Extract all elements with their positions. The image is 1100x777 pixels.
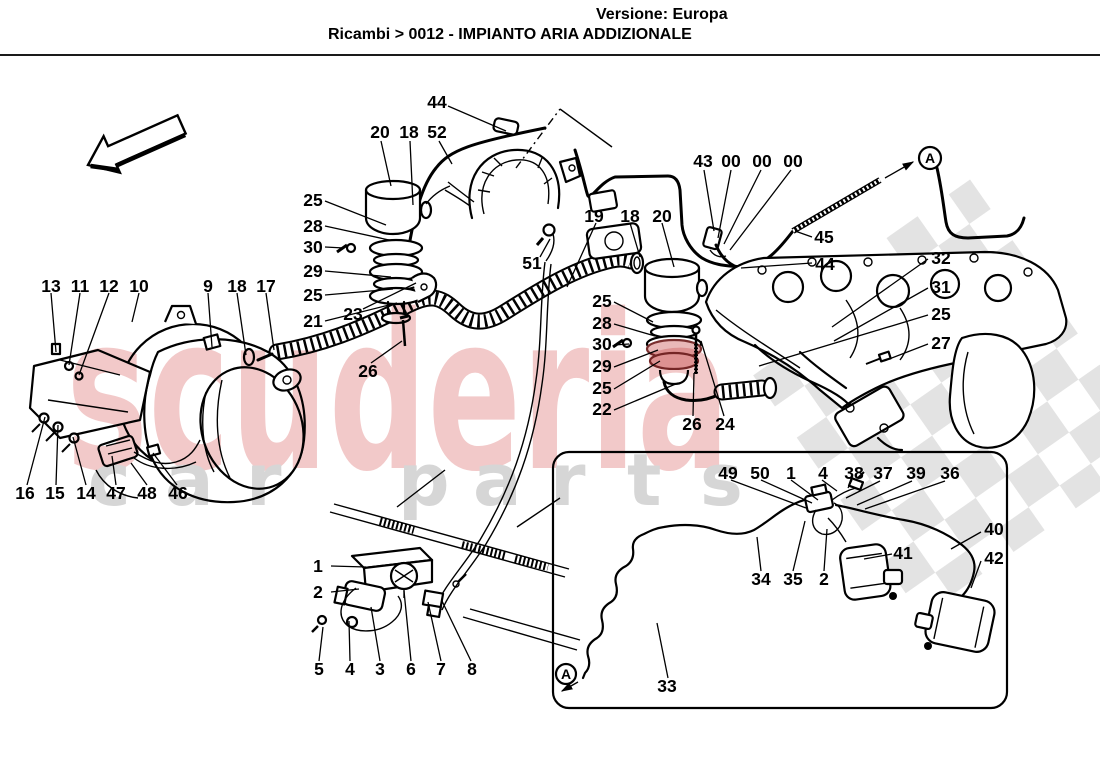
part-callout-25: 25 bbox=[592, 291, 612, 311]
part-callout-18: 18 bbox=[620, 206, 640, 226]
part-callout-11: 11 bbox=[71, 276, 90, 296]
part-callout-37: 37 bbox=[873, 463, 892, 483]
inset-detail-box bbox=[551, 450, 1009, 710]
part-callout-28: 28 bbox=[592, 313, 612, 333]
part-callout-46: 46 bbox=[168, 483, 188, 503]
part-callout-14: 14 bbox=[76, 483, 96, 503]
part-callout-3: 3 bbox=[375, 659, 385, 679]
part-callout-40: 40 bbox=[984, 519, 1004, 539]
view-marker-a bbox=[884, 145, 943, 179]
chassis-and-solenoid-bracket bbox=[311, 469, 581, 651]
part-callout-23: 23 bbox=[343, 304, 363, 324]
part-callout-48: 48 bbox=[137, 483, 157, 503]
part-callout-15: 15 bbox=[45, 483, 65, 503]
part-callout-9: 9 bbox=[203, 276, 213, 296]
part-callout-39: 39 bbox=[906, 463, 926, 483]
part-callout-47: 47 bbox=[106, 483, 125, 503]
part-callout-35: 35 bbox=[783, 569, 803, 589]
part-callout-25: 25 bbox=[303, 285, 323, 305]
part-callout-4: 4 bbox=[345, 659, 355, 679]
watermark-subtext-letter: r bbox=[550, 438, 586, 522]
engine-cylinder-head bbox=[585, 222, 1068, 452]
part-callout-25: 25 bbox=[303, 190, 323, 210]
part-callout-5: 5 bbox=[314, 659, 324, 679]
version-label: Versione: Europa bbox=[596, 6, 728, 23]
part-callout-31: 31 bbox=[931, 277, 951, 297]
part-callout-17: 17 bbox=[256, 276, 275, 296]
part-callout-00: 00 bbox=[783, 151, 803, 171]
watermark-subtext-letter: a bbox=[473, 438, 522, 522]
part-callout-45: 45 bbox=[814, 227, 834, 247]
part-callout-25: 25 bbox=[931, 304, 951, 324]
part-callout-6: 6 bbox=[406, 659, 416, 679]
header-divider bbox=[0, 54, 1100, 56]
part-callout-42: 42 bbox=[984, 548, 1004, 568]
watermark-subtext-letter: a bbox=[165, 438, 214, 522]
part-callout-16: 16 bbox=[15, 483, 35, 503]
part-callout-36: 36 bbox=[940, 463, 960, 483]
part-callout-20: 20 bbox=[370, 122, 390, 142]
callout-layer-inset: 49 50 1 4 38 37 39 36 40 41 42 34 35 2 33 bbox=[657, 463, 1004, 696]
part-callout-33: 33 bbox=[657, 676, 677, 696]
part-callout-00: 00 bbox=[721, 151, 741, 171]
part-callout-00: 00 bbox=[752, 151, 772, 171]
part-callout-49: 49 bbox=[718, 463, 738, 483]
part-callout-7: 7 bbox=[436, 659, 446, 679]
part-callout-10: 10 bbox=[129, 276, 149, 296]
direction-arrow-icon bbox=[86, 113, 188, 175]
part-callout-26: 26 bbox=[682, 414, 702, 434]
part-callout-12: 12 bbox=[99, 276, 119, 296]
part-callout-18: 18 bbox=[227, 276, 247, 296]
part-callout-1: 1 bbox=[313, 556, 323, 576]
air-pump bbox=[28, 304, 306, 504]
part-callout-44: 44 bbox=[427, 92, 447, 112]
watermark-subtext-letter: r bbox=[246, 438, 282, 522]
part-callout-20: 20 bbox=[652, 206, 672, 226]
part-callout-32: 32 bbox=[931, 248, 951, 268]
part-callout-27: 27 bbox=[931, 333, 950, 353]
part-callout-28: 28 bbox=[303, 216, 323, 236]
part-callout-44: 44 bbox=[815, 254, 835, 274]
part-callout-29: 29 bbox=[303, 261, 323, 281]
watermark-subtext-letter: s bbox=[700, 438, 743, 522]
part-callout-30: 30 bbox=[303, 237, 323, 257]
watermark-brand-text: scuderia bbox=[66, 268, 730, 519]
watermark-subtext-letter: t bbox=[627, 438, 661, 522]
part-callout-18: 18 bbox=[399, 122, 419, 142]
part-callout-50: 50 bbox=[750, 463, 770, 483]
part-callout-1: 1 bbox=[786, 463, 796, 483]
view-marker-a-label: A bbox=[925, 150, 935, 166]
part-callout-4: 4 bbox=[818, 463, 828, 483]
part-callout-8: 8 bbox=[467, 659, 477, 679]
part-callout-26: 26 bbox=[358, 361, 378, 381]
part-callout-21: 21 bbox=[303, 311, 323, 331]
part-callout-19: 19 bbox=[584, 206, 604, 226]
part-callout-30: 30 bbox=[592, 334, 612, 354]
leader-lines bbox=[26, 105, 982, 679]
part-callout-52: 52 bbox=[427, 122, 447, 142]
part-callout-29: 29 bbox=[592, 356, 612, 376]
part-callout-43: 43 bbox=[693, 151, 713, 171]
part-callout-38: 38 bbox=[844, 463, 864, 483]
part-callout-25: 25 bbox=[592, 378, 612, 398]
inset-view-marker-a-label: A bbox=[561, 666, 571, 682]
watermark-subtext-letter: c bbox=[88, 438, 131, 522]
right-check-valve bbox=[588, 189, 778, 402]
part-callout-51: 51 bbox=[522, 253, 542, 273]
watermark-subtext-letter: p bbox=[398, 438, 450, 522]
part-callout-41: 41 bbox=[893, 543, 913, 563]
diagram-artwork bbox=[28, 108, 1068, 710]
part-callout-2: 2 bbox=[819, 569, 829, 589]
breadcrumb: Ricambi > 0012 - IMPIANTO ARIA ADDIZIONA… bbox=[328, 26, 692, 43]
part-callout-34: 34 bbox=[751, 569, 771, 589]
part-callout-24: 24 bbox=[715, 414, 735, 434]
part-callout-13: 13 bbox=[41, 276, 61, 296]
part-callout-22: 22 bbox=[592, 399, 612, 419]
part-callout-2: 2 bbox=[313, 582, 323, 602]
